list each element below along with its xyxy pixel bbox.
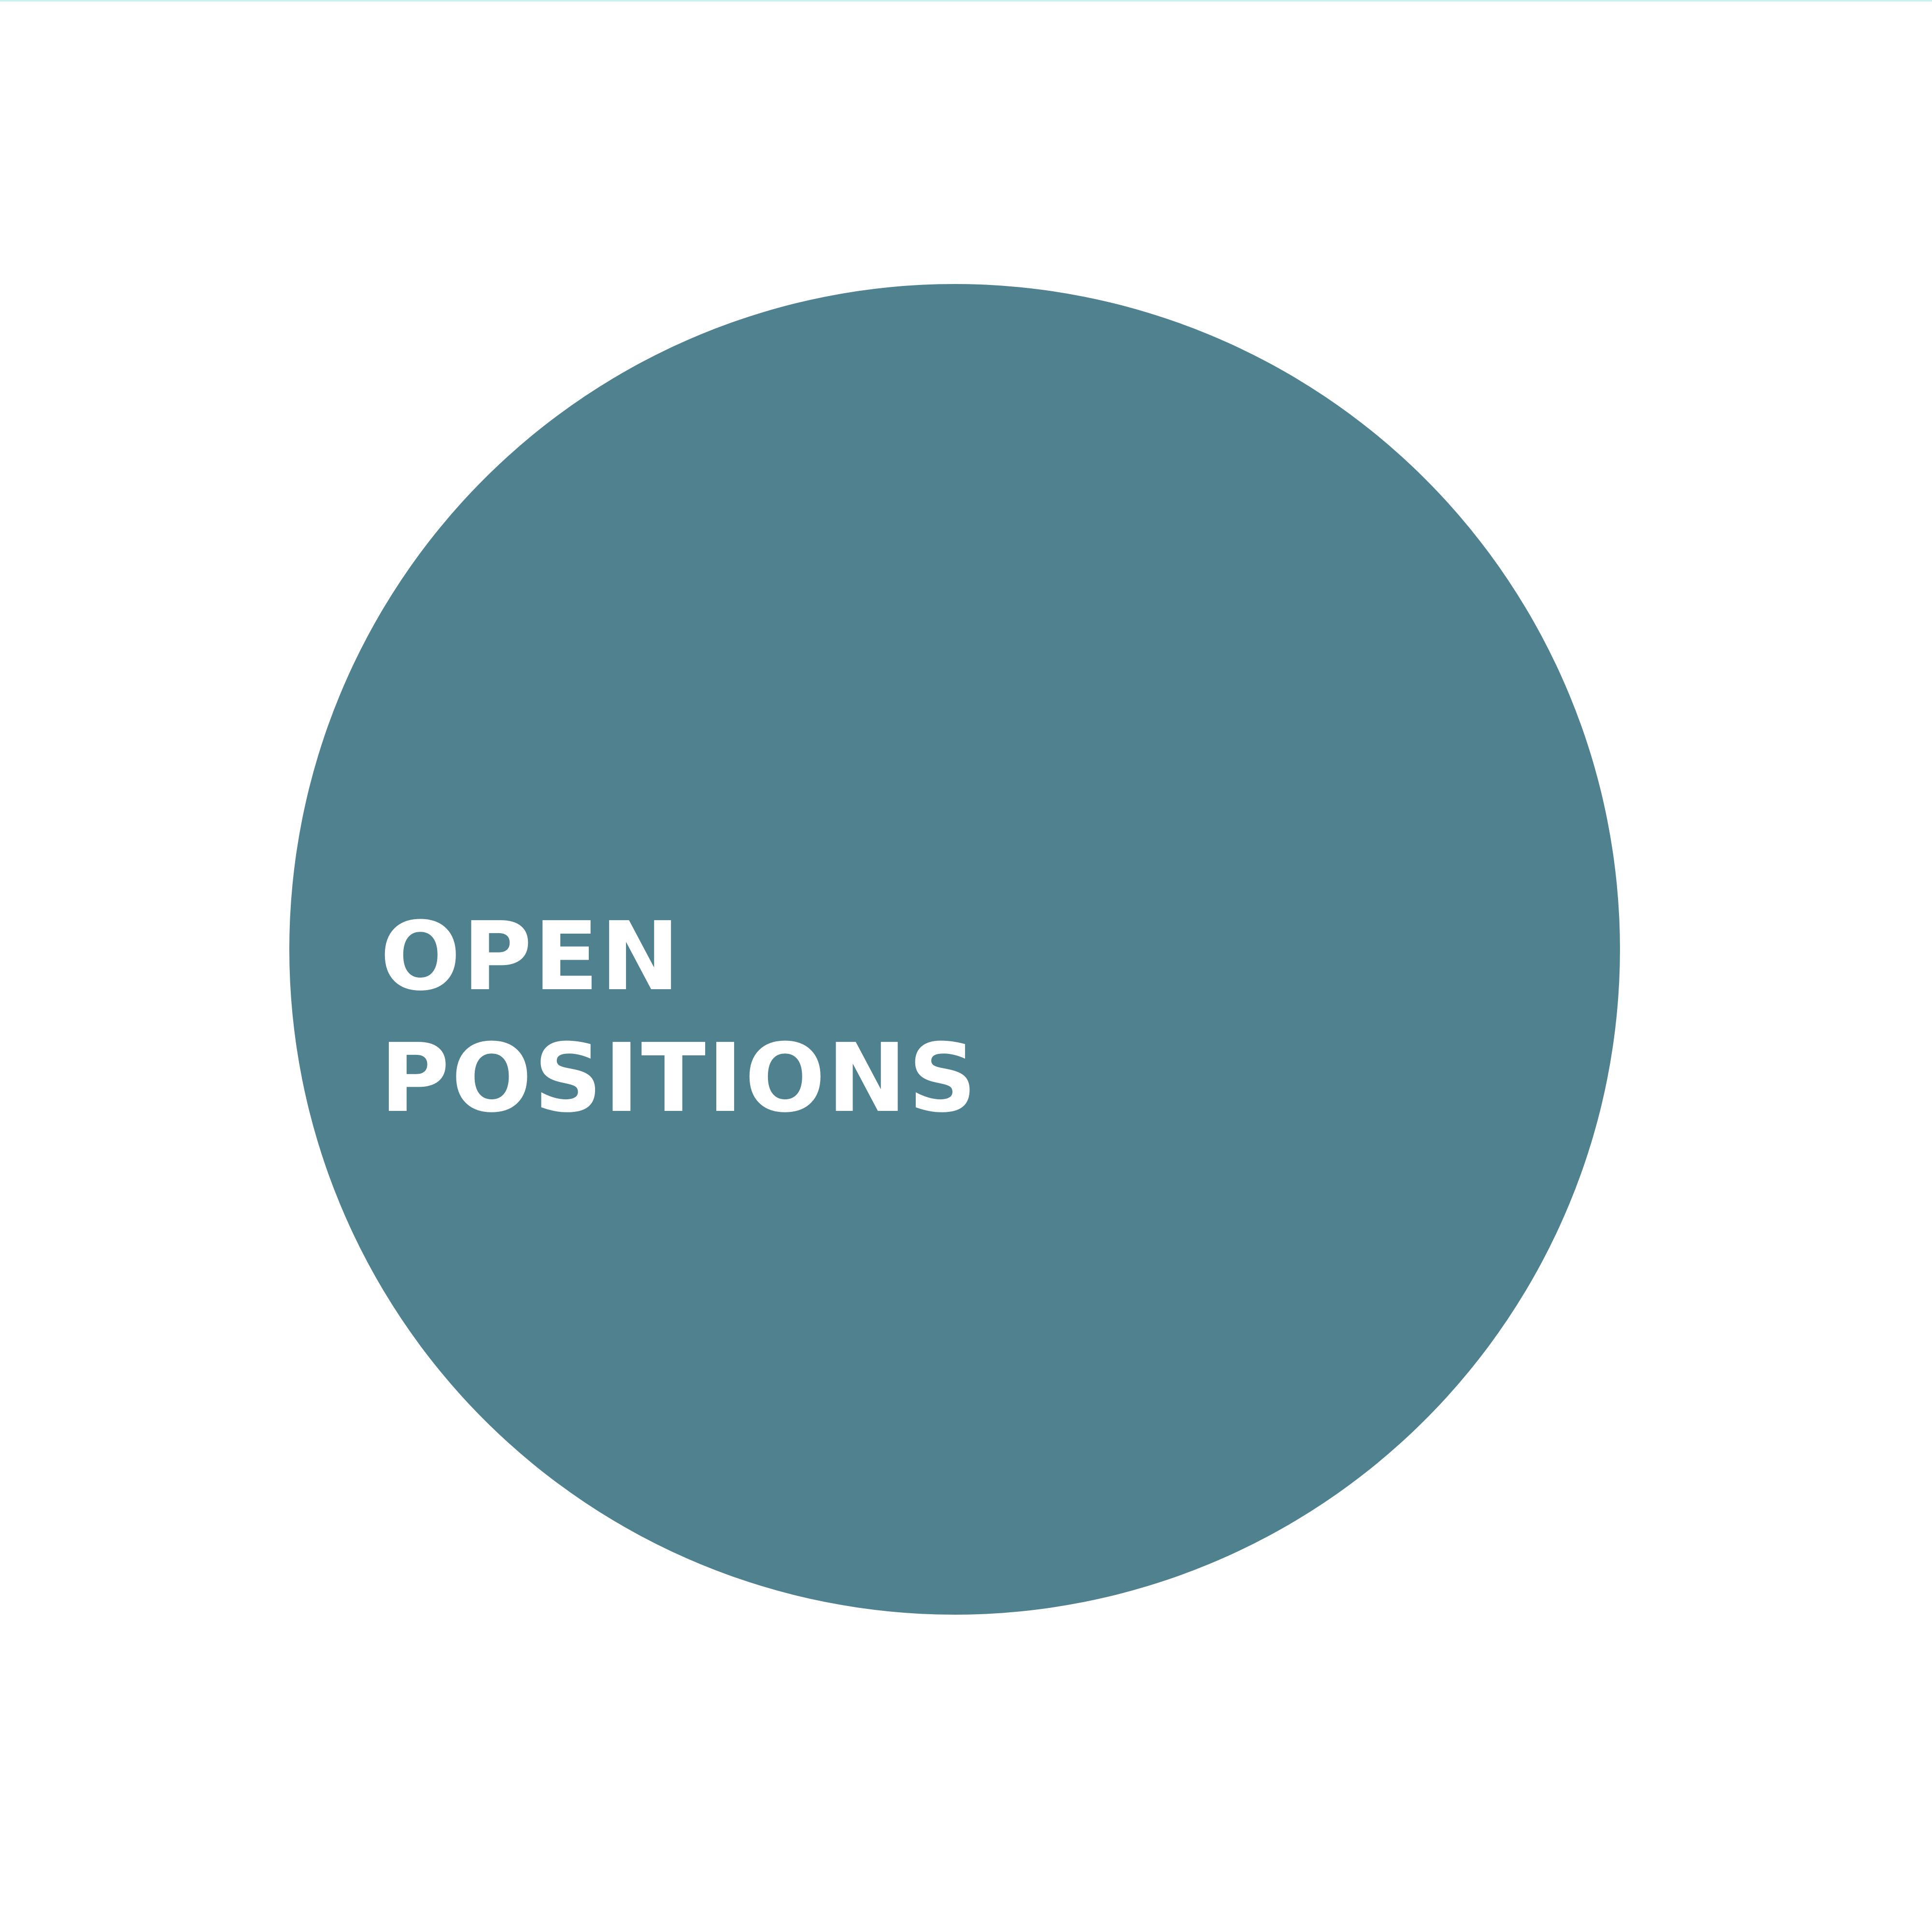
circle-graphic — [289, 284, 1620, 1615]
top-divider — [0, 0, 1932, 1]
heading-line-1: OPEN — [380, 902, 682, 1012]
open-positions-heading: OPEN POSITIONS — [380, 896, 979, 1139]
heading-line-2: POSITIONS — [380, 1023, 979, 1134]
